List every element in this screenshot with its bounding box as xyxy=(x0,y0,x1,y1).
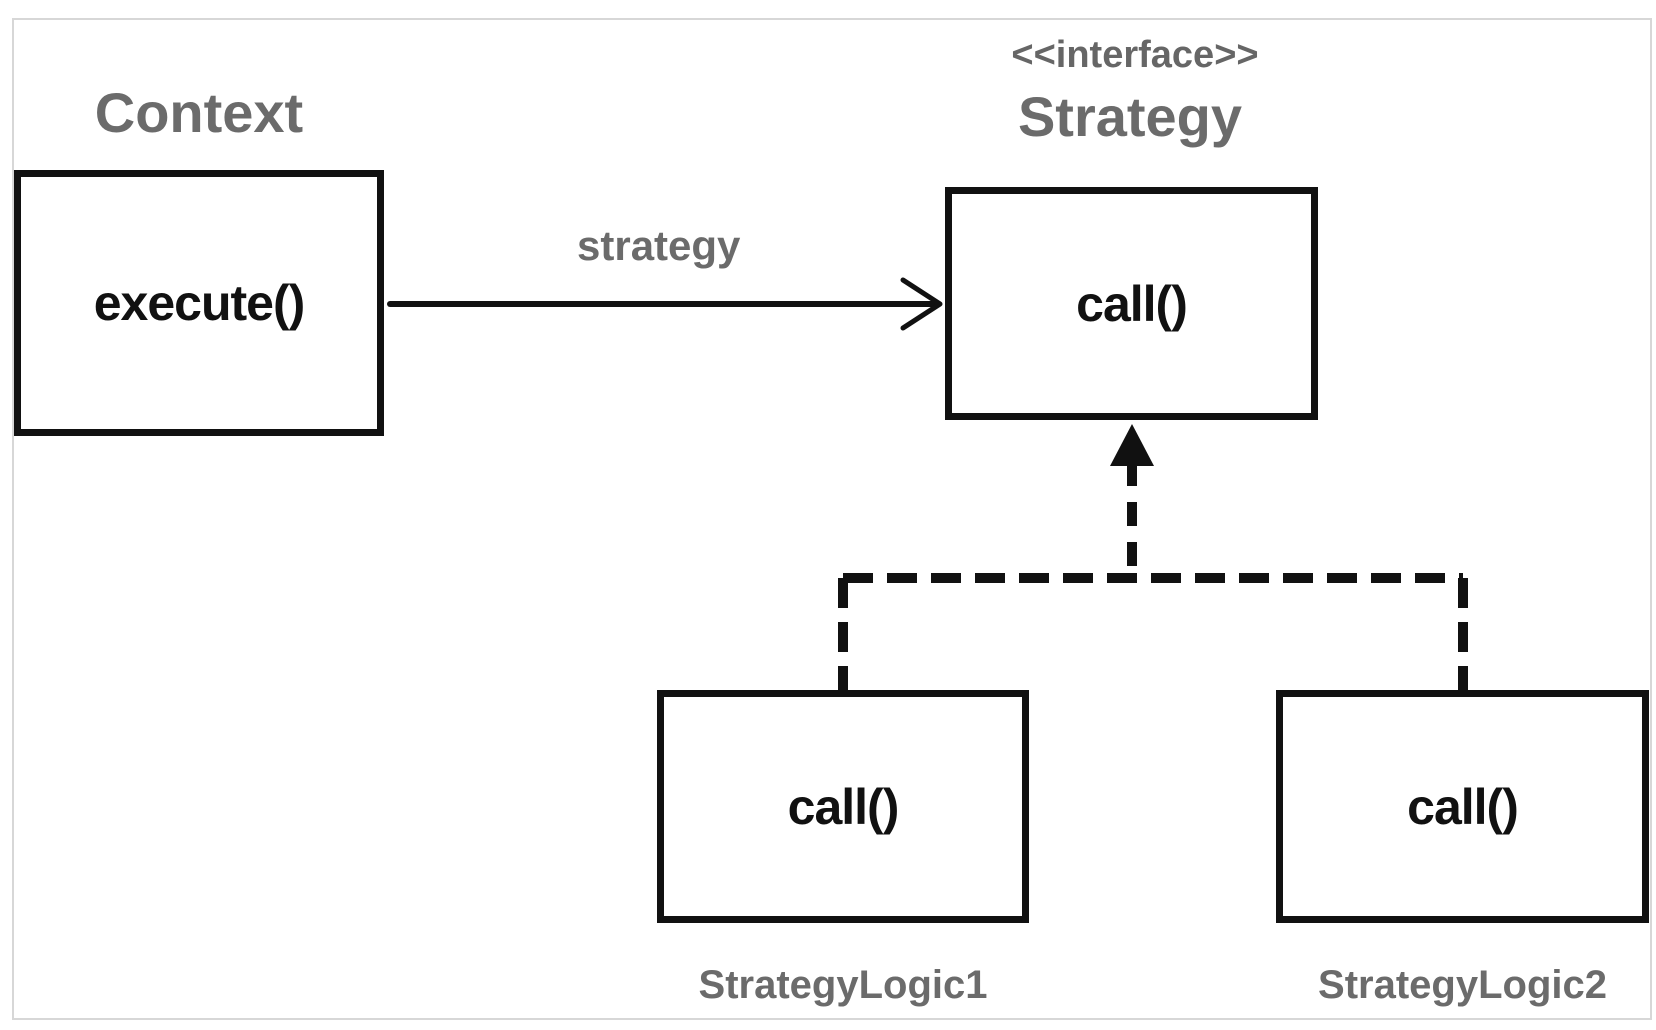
strategy-logic2-name: StrategyLogic2 xyxy=(1318,963,1607,1007)
association-label: strategy xyxy=(577,222,741,269)
diagram-frame xyxy=(12,18,1652,1020)
context-execute-method: execute() xyxy=(93,275,306,331)
strategy-logic2-call-method: call() xyxy=(1407,778,1519,835)
strategy-logic2-box: call() xyxy=(1276,690,1649,923)
strategy-box: call() xyxy=(945,187,1318,420)
strategy-title: Strategy xyxy=(1017,85,1243,148)
strategy-logic1-call-method: call() xyxy=(787,778,900,835)
strategy-call-method: call() xyxy=(1076,275,1188,332)
context-title: Context xyxy=(94,81,304,144)
strategy-logic1-box: call() xyxy=(657,690,1029,923)
strategy-logic1-name: StrategyLogic1 xyxy=(698,963,988,1007)
context-box: execute() xyxy=(14,170,384,436)
strategy-stereotype: <<interface>> xyxy=(1011,34,1259,76)
